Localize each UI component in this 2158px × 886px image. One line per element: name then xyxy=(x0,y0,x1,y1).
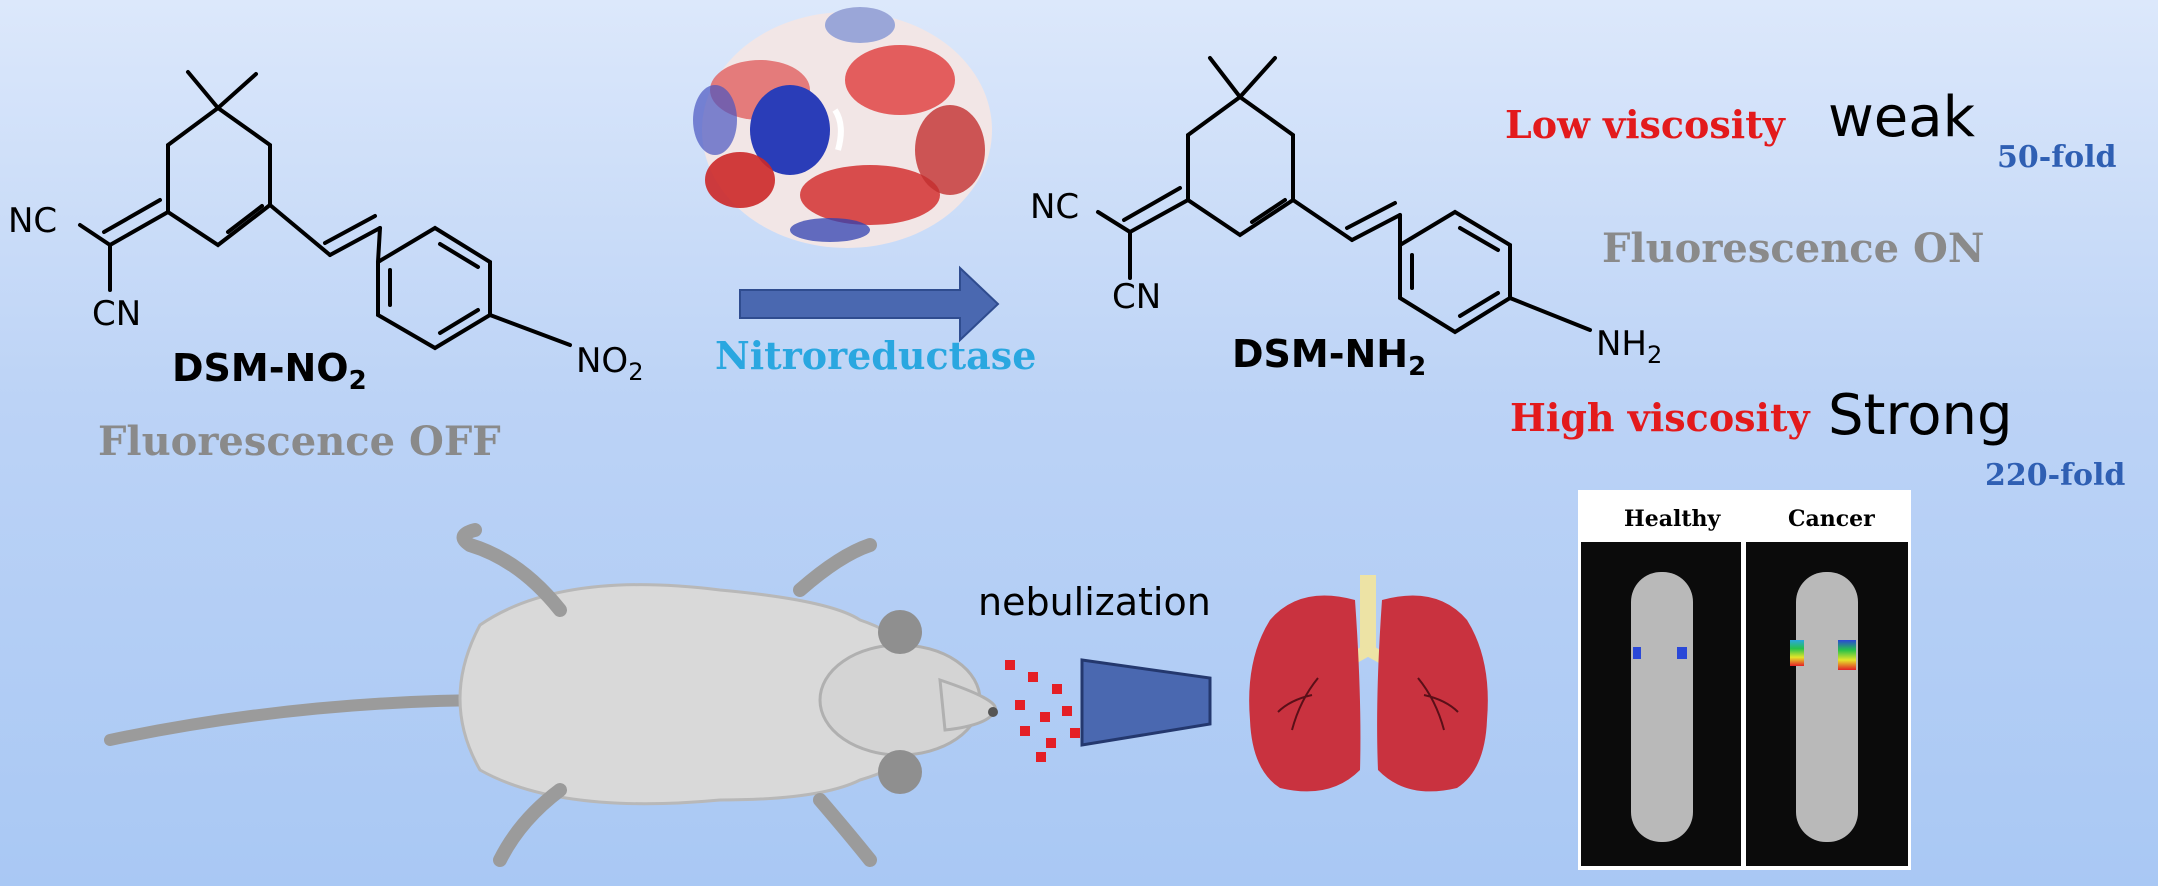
reactant-cn-label: CN xyxy=(92,294,141,334)
reactant-name: DSM-NO2 xyxy=(172,346,367,396)
low-viscosity-fold: 50-fold xyxy=(1997,140,2117,175)
low-viscosity-response: weak xyxy=(1828,85,1975,150)
delivery-label: nebulization xyxy=(978,580,1211,624)
high-viscosity-response: Strong xyxy=(1828,383,2013,448)
healthy-mouse-image xyxy=(1581,542,1741,866)
enzyme-label: Nitroreductase xyxy=(715,333,1037,378)
lungs-icon xyxy=(1249,575,1488,792)
reactant-nitro-label: NO2 xyxy=(576,341,643,386)
high-viscosity-fold: 220-fold xyxy=(1985,458,2126,493)
imaging-figure: Healthy Cancer xyxy=(1578,490,1911,870)
aerosol-droplets xyxy=(1005,660,1080,762)
product-nc-label: NC xyxy=(1030,187,1079,227)
panel-label-cancer: Cancer xyxy=(1788,506,1875,532)
reactant-nc-label: NC xyxy=(8,201,57,241)
low-viscosity-label: Low viscosity xyxy=(1505,102,1785,147)
reactant-fluorescence-state: Fluorescence OFF xyxy=(98,418,501,465)
cancer-mouse-image xyxy=(1746,542,1908,866)
high-viscosity-label: High viscosity xyxy=(1510,395,1810,440)
product-amine-label: NH2 xyxy=(1596,324,1662,369)
nebulizer-icon xyxy=(1080,658,1212,747)
product-cn-label: CN xyxy=(1112,277,1161,317)
mouse-illustration xyxy=(104,523,998,867)
product-name: DSM-NH2 xyxy=(1232,332,1427,382)
enzyme-surface-image xyxy=(693,7,992,248)
panel-label-healthy: Healthy xyxy=(1624,506,1721,532)
product-fluorescence-state: Fluorescence ON xyxy=(1602,225,1985,272)
reaction-arrow xyxy=(739,265,1000,343)
